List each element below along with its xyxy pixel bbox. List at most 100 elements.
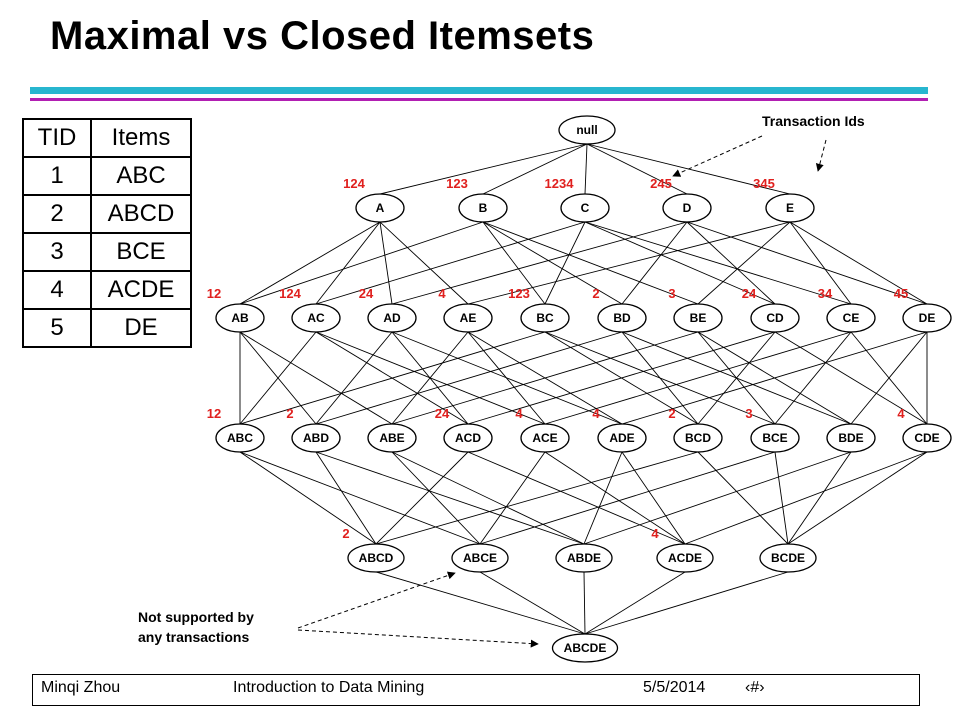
itemset-node xyxy=(291,303,341,333)
arrow-to-tid-245 xyxy=(672,135,763,177)
lattice-edge xyxy=(482,221,546,305)
lattice-edge xyxy=(686,221,776,305)
tid-label: 123 xyxy=(508,286,530,301)
itemset-label: CD xyxy=(766,311,784,325)
itemset-node xyxy=(215,423,265,453)
lattice-edge xyxy=(584,221,776,305)
tid-label: 34 xyxy=(818,286,833,301)
itemset-node xyxy=(750,423,800,453)
lattice-edge xyxy=(239,331,393,425)
tid-label: 4 xyxy=(438,286,446,301)
itemset-label: E xyxy=(786,201,794,215)
itemset-node xyxy=(443,423,493,453)
lattice-edge xyxy=(787,451,852,545)
itemset-label: BDE xyxy=(838,431,863,445)
items-cell: BCE xyxy=(90,232,192,272)
lattice-edge xyxy=(467,221,791,305)
lattice-edge xyxy=(479,451,776,545)
itemset-node xyxy=(902,423,952,453)
itemset-node xyxy=(458,193,508,223)
itemset-label: CDE xyxy=(914,431,939,445)
title-rule-cyan xyxy=(30,87,928,94)
tid-cell: 3 xyxy=(22,232,92,272)
lattice-edge xyxy=(467,451,686,545)
itemset-label: BCDE xyxy=(771,551,805,565)
itemset-node xyxy=(443,303,493,333)
itemset-label: AD xyxy=(383,311,401,325)
table-header-row: TID Items xyxy=(22,118,192,158)
itemset-label: ACD xyxy=(455,431,481,445)
title-rule-magenta xyxy=(30,98,928,101)
tid-label: 2 xyxy=(342,526,349,541)
itemset-label: BC xyxy=(536,311,554,325)
tid-cell: 4 xyxy=(22,270,92,310)
lattice-edge xyxy=(583,451,623,545)
lattice-edge xyxy=(315,221,381,305)
slide-footer: Minqi Zhou Introduction to Data Mining 5… xyxy=(32,674,920,706)
lattice-edge xyxy=(544,451,686,545)
itemset-label: ABDE xyxy=(567,551,601,565)
callout-arrows xyxy=(297,135,827,648)
lattice-edge xyxy=(774,331,852,425)
lattice-edge xyxy=(239,221,484,305)
lattice-edge xyxy=(583,451,852,545)
lattice-edge xyxy=(315,331,393,425)
lattice-edge xyxy=(239,451,377,545)
callout-not-supported: Not supported by any transactions xyxy=(138,607,254,647)
lattice-edge xyxy=(379,143,588,195)
itemset-node xyxy=(560,193,610,223)
lattice-edge xyxy=(379,221,469,305)
itemset-label: DE xyxy=(919,311,936,325)
lattice-edge xyxy=(850,331,928,425)
itemset-label: ABCDE xyxy=(564,641,607,655)
lattice-edge xyxy=(584,571,686,635)
lattice-edge xyxy=(697,331,776,425)
lattice-edge xyxy=(315,221,586,305)
lattice-edge xyxy=(584,571,789,635)
itemset-label: B xyxy=(479,201,488,215)
itemset-node xyxy=(750,303,800,333)
itemset-node xyxy=(367,423,417,453)
lattice-edge xyxy=(482,143,588,195)
lattice-edge xyxy=(697,451,789,545)
lattice-edge xyxy=(482,221,699,305)
itemset-node xyxy=(558,115,616,145)
header-tid: TID xyxy=(22,118,92,158)
lattice-edge xyxy=(544,221,586,305)
arrow-to-tid-345 xyxy=(815,139,827,172)
tid-label: 4 xyxy=(592,406,600,421)
itemset-label: null xyxy=(576,123,597,137)
itemset-label: ABCE xyxy=(463,551,497,565)
lattice-edge xyxy=(584,143,588,195)
itemset-node xyxy=(662,193,712,223)
itemset-node xyxy=(520,303,570,333)
itemset-node xyxy=(555,543,613,573)
itemset-label: BCD xyxy=(685,431,711,445)
tid-label: 24 xyxy=(435,406,450,421)
lattice-edge xyxy=(315,331,623,425)
itemset-node xyxy=(291,423,341,453)
lattice-edge xyxy=(315,451,585,545)
tid-label: 2 xyxy=(592,286,599,301)
lattice-edge xyxy=(391,451,481,545)
tid-label: 24 xyxy=(359,286,374,301)
itemset-label: ACDE xyxy=(668,551,702,565)
footer-page-number: ‹#› xyxy=(745,679,765,696)
itemset-label: ABD xyxy=(303,431,329,445)
itemset-node xyxy=(765,193,815,223)
itemset-label: D xyxy=(683,201,692,215)
lattice-edge xyxy=(621,331,928,425)
callout-not-supported-line1: Not supported by xyxy=(138,609,254,625)
lattice-edge xyxy=(789,221,852,305)
tid-label: 3 xyxy=(745,406,752,421)
tid-label: 245 xyxy=(650,176,672,191)
lattice-edge xyxy=(239,451,481,545)
itemset-node xyxy=(826,303,876,333)
lattice-edge xyxy=(375,451,469,545)
lattice-edge xyxy=(375,571,586,635)
tid-label: 123 xyxy=(446,176,468,191)
itemset-label: C xyxy=(581,201,590,215)
